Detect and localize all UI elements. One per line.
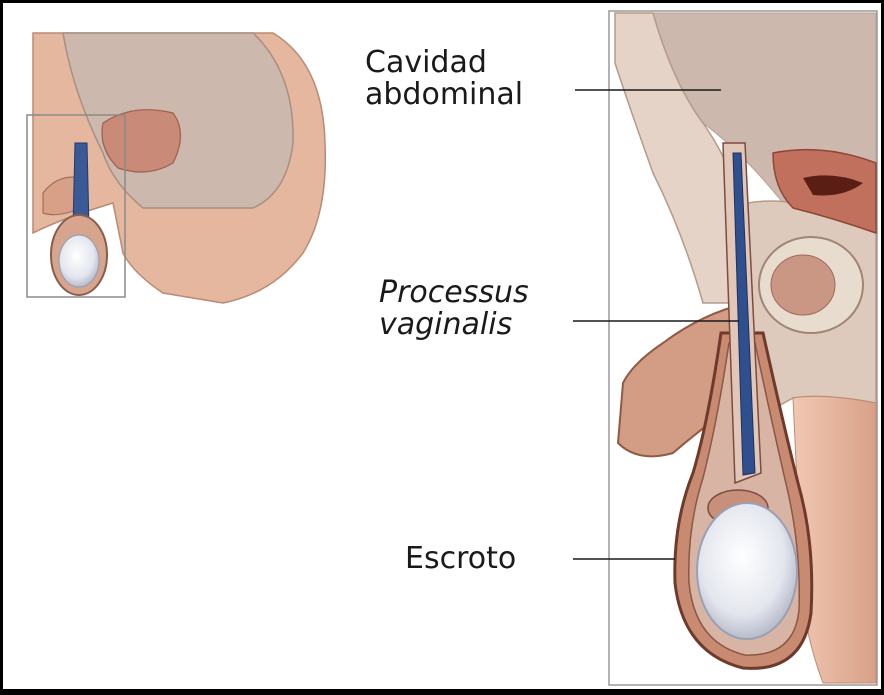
detail-pubic-bone-core: [771, 255, 835, 315]
label-abdominal-line2: abdominal: [365, 79, 523, 111]
detail-testis: [697, 503, 797, 639]
label-processus-line1: Processus: [379, 277, 529, 309]
label-abdominal-cavity: Cavidad abdominal: [365, 47, 523, 111]
overview-pelvic-organs: [102, 110, 181, 172]
label-processus-line2: vaginalis: [379, 309, 529, 341]
detail-illustration: [609, 11, 877, 685]
label-scrotum: Escroto: [405, 543, 516, 575]
label-abdominal-line1: Cavidad: [365, 47, 523, 79]
overview-illustration: [27, 33, 325, 303]
overview-testis: [59, 235, 99, 287]
label-processus-vaginalis: Processus vaginalis: [379, 277, 529, 341]
